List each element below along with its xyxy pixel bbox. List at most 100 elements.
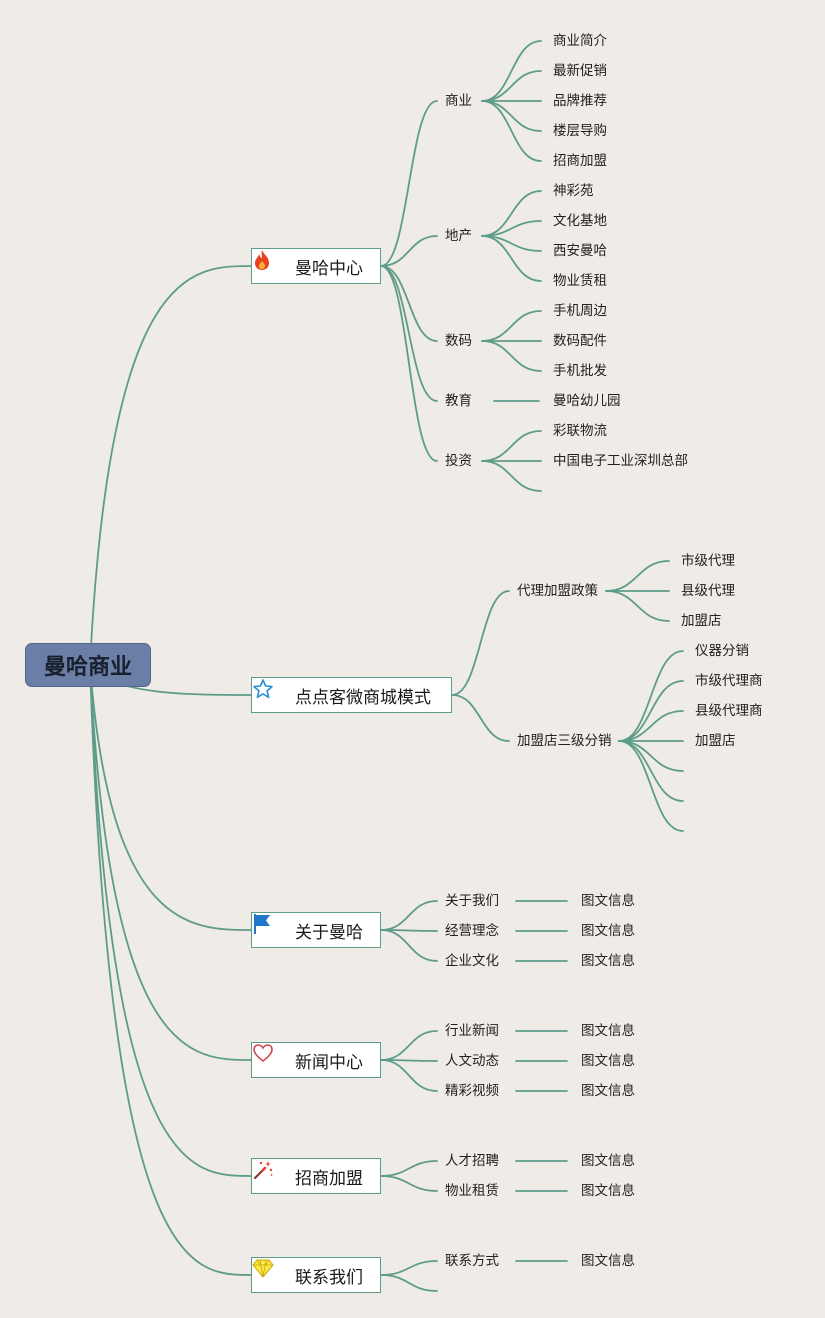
connector-line	[380, 1030, 438, 1061]
leaf-node[interactable]: 商业简介	[553, 33, 607, 49]
branch-label: 联系我们	[295, 1267, 363, 1288]
branch-node[interactable]: 点点客微商城模式	[251, 677, 452, 713]
connector-line	[380, 265, 438, 342]
leaf-node[interactable]: 市级代理	[681, 553, 735, 569]
leaf-node[interactable]: 最新促销	[553, 63, 607, 79]
sub-node[interactable]: 投资	[445, 453, 472, 469]
connector-line	[618, 650, 684, 742]
leaf-node[interactable]: 招商加盟	[553, 153, 607, 169]
connector-line	[380, 1059, 438, 1092]
sub-node[interactable]: 行业新闻	[445, 1023, 499, 1039]
connector-line	[481, 190, 542, 237]
sub-node[interactable]: 人才招聘	[445, 1153, 499, 1169]
connector-line	[89, 664, 252, 1276]
connector-line	[481, 100, 542, 162]
leaf-node[interactable]: 西安曼哈	[553, 243, 607, 259]
connector-line	[618, 740, 684, 832]
connector-line	[89, 265, 252, 666]
leaf-node[interactable]: 图文信息	[581, 1153, 635, 1169]
star-icon	[253, 679, 290, 706]
connector-line	[481, 430, 542, 462]
connector-line	[481, 340, 542, 372]
connector-line	[618, 740, 684, 802]
leaf-node[interactable]: 加盟店	[681, 613, 722, 629]
sub-node[interactable]: 关于我们	[445, 893, 499, 909]
connector-line	[380, 100, 438, 267]
leaf-node[interactable]: 加盟店	[695, 733, 736, 749]
connector-line	[380, 235, 438, 267]
connector-line	[89, 664, 252, 1061]
connector-line	[89, 664, 252, 1177]
sub-node[interactable]: 经营理念	[445, 923, 499, 939]
leaf-node[interactable]: 图文信息	[581, 1253, 635, 1269]
sub-node[interactable]: 人文动态	[445, 1053, 499, 1069]
leaf-node[interactable]: 物业赁租	[553, 273, 607, 289]
connector-line	[451, 694, 510, 742]
branch-label: 新闻中心	[295, 1052, 363, 1073]
connector-line	[451, 590, 510, 696]
sub-node[interactable]: 企业文化	[445, 953, 499, 969]
magic-wand-icon	[253, 1161, 290, 1187]
connector-line	[380, 1160, 438, 1177]
leaf-node[interactable]: 图文信息	[581, 953, 635, 969]
sub-node[interactable]: 加盟店三级分销	[517, 733, 612, 749]
leaf-node[interactable]: 县级代理	[681, 583, 735, 599]
connector-line	[481, 235, 542, 282]
leaf-node[interactable]: 图文信息	[581, 1053, 635, 1069]
branch-node[interactable]: 招商加盟	[251, 1158, 381, 1194]
sub-node[interactable]: 教育	[445, 393, 472, 409]
leaf-node[interactable]: 神彩苑	[553, 183, 594, 199]
leaf-node[interactable]: 中国电子工业深圳总部	[553, 453, 688, 469]
leaf-node[interactable]: 手机周边	[553, 303, 607, 319]
leaf-node[interactable]: 仪器分销	[695, 643, 749, 659]
connector-line	[380, 929, 438, 962]
sub-node[interactable]: 代理加盟政策	[517, 583, 598, 599]
sub-node[interactable]: 联系方式	[445, 1253, 499, 1269]
connector-line	[380, 1260, 438, 1276]
sub-node[interactable]: 精彩视频	[445, 1083, 499, 1099]
heart-icon	[253, 1044, 290, 1071]
connector-line	[481, 70, 542, 102]
sub-node[interactable]: 商业	[445, 93, 472, 109]
connector-line	[481, 100, 542, 132]
sub-node[interactable]: 地产	[445, 228, 472, 244]
connector-line	[380, 265, 438, 462]
branch-node[interactable]: 关于曼哈	[251, 912, 381, 948]
branch-label: 招商加盟	[295, 1168, 363, 1189]
branch-label: 曼哈中心	[295, 258, 363, 279]
connector-line	[380, 1175, 438, 1192]
sub-node[interactable]: 物业租赁	[445, 1183, 499, 1199]
connector-line	[618, 680, 684, 742]
root-node[interactable]: 曼哈商业	[25, 643, 151, 687]
flag-icon	[254, 914, 290, 941]
branch-node[interactable]: 新闻中心	[251, 1042, 381, 1078]
connector-line	[481, 460, 542, 492]
connector-line	[618, 740, 684, 772]
leaf-node[interactable]: 图文信息	[581, 1083, 635, 1099]
connector-line	[605, 590, 670, 622]
connector-line	[481, 40, 542, 102]
leaf-node[interactable]: 图文信息	[581, 1023, 635, 1039]
connector-line	[605, 560, 670, 592]
leaf-node[interactable]: 文化基地	[553, 213, 607, 229]
leaf-node[interactable]: 楼层导购	[553, 123, 607, 139]
connector-line	[380, 900, 438, 931]
leaf-node[interactable]: 图文信息	[581, 1183, 635, 1199]
branch-node[interactable]: 曼哈中心	[251, 248, 381, 284]
connector-line	[380, 265, 438, 402]
leaf-node[interactable]: 县级代理商	[695, 703, 763, 719]
leaf-node[interactable]: 彩联物流	[553, 423, 607, 439]
fire-icon	[255, 250, 290, 277]
leaf-node[interactable]: 品牌推荐	[553, 93, 607, 109]
branch-node[interactable]: 联系我们	[251, 1257, 381, 1293]
leaf-node[interactable]: 手机批发	[553, 363, 607, 379]
diamond-icon	[252, 1259, 290, 1286]
leaf-node[interactable]: 曼哈幼儿园	[553, 393, 621, 409]
sub-node[interactable]: 数码	[445, 333, 472, 349]
leaf-node[interactable]: 图文信息	[581, 893, 635, 909]
leaf-node[interactable]: 数码配件	[553, 333, 607, 349]
leaf-node[interactable]: 市级代理商	[695, 673, 763, 689]
leaf-node[interactable]: 图文信息	[581, 923, 635, 939]
